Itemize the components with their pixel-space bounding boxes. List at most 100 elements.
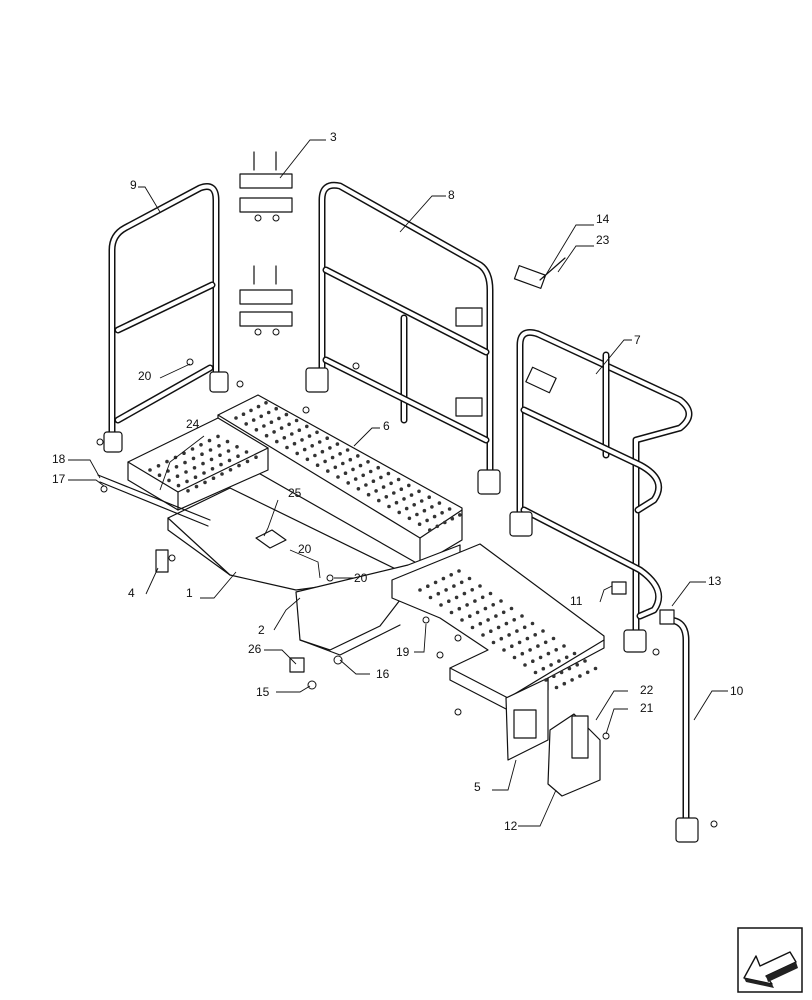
perforation-hole	[148, 468, 152, 472]
perforation-hole	[377, 498, 381, 503]
perforation-hole	[371, 479, 376, 484]
perforation-hole	[277, 416, 281, 421]
perforation-hole	[305, 424, 309, 429]
perforation-hole	[412, 503, 417, 507]
callout-11: 11	[570, 594, 583, 608]
perforation-hole	[499, 636, 504, 641]
perforation-hole	[418, 588, 422, 592]
callout-2: 2	[258, 623, 265, 637]
perforation-hole	[512, 618, 516, 622]
perforation-hole	[440, 511, 444, 515]
perforation-hole	[428, 528, 432, 532]
callout-24: 23	[596, 233, 610, 247]
perforation-hole	[386, 471, 391, 476]
perforation-hole	[209, 457, 214, 462]
perforation-hole	[234, 416, 238, 420]
perforation-hole	[468, 614, 472, 618]
perforation-hole	[330, 455, 335, 460]
perforation-hole	[356, 454, 360, 458]
perforation-hole	[447, 599, 451, 603]
perforation-hole	[502, 648, 506, 652]
perforation-hole	[433, 580, 438, 585]
perforation-hole	[512, 655, 517, 660]
callout-20-top: 20	[138, 369, 152, 383]
perforation-hole	[520, 614, 524, 618]
perforation-hole	[244, 422, 248, 426]
perforation-hole	[417, 522, 422, 526]
perforation-hole	[549, 663, 553, 667]
perforation-hole	[389, 481, 393, 486]
callout-10: 10	[730, 684, 744, 698]
callout-27: 26	[248, 642, 262, 656]
perforation-hole	[285, 445, 289, 450]
perforation-hole	[564, 655, 569, 660]
perforation-hole	[525, 636, 530, 641]
perforation-hole	[562, 681, 567, 686]
perforation-hole	[417, 489, 421, 494]
perforation-hole	[210, 467, 215, 471]
perforation-hole	[184, 470, 188, 474]
perforation-hole	[533, 670, 538, 675]
callout-26: 25	[288, 486, 302, 500]
perforation-hole	[292, 441, 297, 446]
perforation-hole	[245, 459, 250, 464]
perforation-hole	[381, 485, 386, 489]
perforation-hole	[491, 603, 496, 607]
perforation-hole	[345, 448, 350, 452]
perforation-hole	[384, 495, 389, 499]
perforation-hole	[522, 625, 527, 630]
perforation-hole	[543, 640, 548, 645]
perforation-hole	[415, 512, 419, 517]
perforation-hole	[244, 450, 249, 454]
perforation-hole	[174, 465, 179, 469]
perforation-hole	[452, 584, 456, 588]
perforation-hole	[397, 510, 402, 515]
perforation-hole	[315, 463, 320, 468]
perforation-hole	[439, 603, 443, 607]
perforation-hole	[326, 469, 330, 473]
perforation-hole	[475, 610, 480, 615]
perforation-hole	[200, 452, 204, 457]
perforation-hole	[175, 474, 180, 479]
perforation-hole	[533, 633, 537, 637]
fasteners	[186, 358, 718, 828]
perforation-hole	[459, 580, 464, 585]
callout-12: 12	[504, 819, 518, 833]
perforation-hole	[447, 507, 452, 511]
perforation-hole	[457, 606, 462, 611]
perforation-hole	[531, 659, 535, 663]
perforation-hole	[422, 508, 427, 513]
perforation-hole	[315, 430, 319, 435]
perforation-hole	[394, 500, 399, 505]
perforation-hole	[165, 459, 169, 464]
perforation-hole	[183, 460, 187, 465]
perforation-hole	[467, 576, 472, 581]
perforation-hole	[457, 569, 461, 573]
perforation-hole	[407, 516, 412, 521]
perforation-hole	[208, 448, 213, 452]
perforation-hole	[399, 487, 404, 492]
perforation-hole	[407, 483, 411, 488]
perforation-hole	[449, 610, 454, 615]
perforation-hole	[216, 434, 220, 439]
perforation-hole	[228, 468, 233, 472]
perforation-hole	[211, 476, 216, 481]
next-page-arrow-icon[interactable]	[737, 927, 803, 993]
perforation-hole	[157, 473, 162, 478]
perforation-hole	[578, 674, 582, 678]
perforation-hole	[557, 659, 561, 663]
support-bracket-12	[547, 713, 601, 797]
perforation-hole	[351, 467, 355, 472]
perforation-hole	[499, 599, 503, 603]
perforation-hole	[167, 478, 171, 483]
perforation-hole	[348, 457, 353, 462]
perforation-hole	[432, 514, 437, 519]
perforation-hole	[435, 524, 440, 529]
perforation-hole	[494, 614, 498, 618]
perforation-hole	[368, 469, 373, 474]
perforation-hole	[282, 436, 287, 440]
perforation-hole	[572, 651, 577, 656]
perforation-hole	[264, 433, 269, 438]
perforation-hole	[343, 471, 348, 476]
perforation-hole	[488, 591, 493, 596]
